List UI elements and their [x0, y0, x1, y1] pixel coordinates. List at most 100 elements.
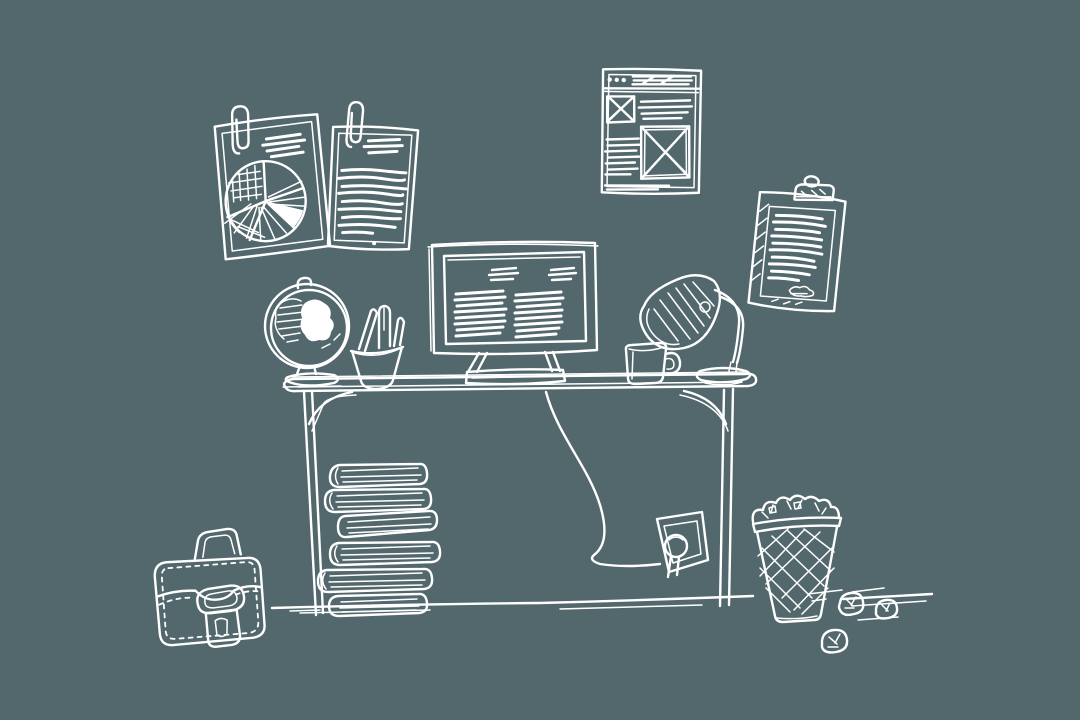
- ball-outline: [837, 591, 865, 617]
- window-dot-icon: [621, 77, 626, 83]
- screen-inner-second-pass: [447, 256, 581, 261]
- stand-legs: [466, 350, 562, 374]
- desktop-outline: [282, 372, 758, 393]
- desk-leg-left: [302, 389, 325, 617]
- basket-bottom: [775, 615, 818, 620]
- note-body-scribble: [336, 168, 408, 235]
- sheet-inner-outline: [333, 132, 413, 244]
- mug-handle: [664, 351, 682, 376]
- continent-solid: [300, 299, 334, 342]
- screen-outline: [430, 240, 599, 356]
- large-image-placeholder: [639, 125, 691, 180]
- book-page-lines: [328, 572, 426, 588]
- board-edge-hatch: [750, 203, 770, 282]
- window-outline: [600, 67, 703, 195]
- lamp-base: [695, 366, 752, 384]
- screen-header-scribble: [547, 266, 578, 282]
- clipboard-bottom-marks: [771, 298, 803, 306]
- briefcase-flap-edge: [155, 585, 263, 601]
- clipboard: [747, 175, 847, 313]
- crumpled-paper-top: [751, 494, 841, 524]
- pencil-icon: [357, 308, 379, 353]
- book-spine-curve: [329, 492, 334, 510]
- text-scribble: [637, 99, 694, 120]
- clasp-tab: [204, 608, 242, 648]
- book: [316, 567, 434, 594]
- screen-text-column: [453, 289, 508, 338]
- motion-lines: [807, 587, 899, 621]
- book-page-lines: [340, 545, 434, 561]
- book: [328, 462, 429, 489]
- paperclip-icon: [345, 100, 365, 149]
- book-page-lines: [346, 516, 432, 534]
- outlet-box-inner: [663, 520, 702, 564]
- desk: [282, 371, 758, 617]
- briefcase-body: [153, 556, 266, 647]
- paper-ball: [874, 598, 899, 620]
- clip-knob: [803, 175, 820, 188]
- image-x-second-pass: [643, 128, 688, 176]
- pie-outline-second-pass: [224, 187, 241, 234]
- floor-stroke: [270, 594, 755, 610]
- floor-line: [270, 592, 934, 614]
- ball-facets: [844, 596, 857, 609]
- crumple-outline: [751, 494, 841, 524]
- screen-text-column: [513, 290, 565, 339]
- desktop-top-line: [291, 371, 749, 378]
- lamp-joint: [699, 301, 711, 313]
- pie-chart: [224, 159, 307, 243]
- note-header-scribble: [362, 137, 404, 155]
- wastebasket: [751, 494, 843, 624]
- text-scribble: [603, 184, 671, 191]
- ball-outline: [874, 598, 899, 620]
- book: [336, 509, 439, 539]
- clipboard-clip: [793, 175, 835, 202]
- paper-ball: [837, 591, 865, 617]
- pinned-text-note: [326, 100, 420, 251]
- book: [328, 540, 442, 567]
- book-body: [316, 567, 434, 594]
- screen-outline-second-pass: [427, 243, 599, 352]
- pinned-chart-note: [213, 105, 332, 261]
- globe: [263, 276, 351, 388]
- monitor: [427, 240, 599, 386]
- ball-outline: [820, 628, 849, 654]
- pie-grid-hatch: [227, 164, 263, 203]
- window-dot-icon: [614, 77, 619, 83]
- window-dot-icon: [607, 77, 612, 82]
- stand-base: [464, 368, 567, 386]
- book-stack: [316, 462, 442, 618]
- book-body: [327, 592, 429, 618]
- mug-handle-inner: [665, 357, 675, 370]
- cup-rim-inner: [354, 348, 400, 356]
- book-spine-curve: [334, 467, 339, 485]
- lamp-arm: [713, 288, 741, 364]
- clipboard-text-scribble: [767, 213, 827, 283]
- clip-outline: [793, 183, 835, 202]
- clasp-ring-inner: [204, 590, 238, 609]
- desk-brace-right: [682, 389, 728, 426]
- globe-sphere: [269, 288, 349, 368]
- ball-facets: [881, 602, 891, 612]
- desk-brace-left: [307, 390, 354, 426]
- browser-wireframe-poster: [600, 67, 703, 195]
- sketch-scene: [153, 67, 934, 654]
- crumple-facets: [768, 501, 802, 514]
- briefcase-flap-stitching: [158, 590, 261, 606]
- plug-inner: [668, 536, 684, 541]
- pie-fan-hatch: [267, 180, 307, 207]
- power-cable-outlet: [544, 390, 710, 579]
- image-x-second-pass: [609, 97, 634, 121]
- small-image-placeholder: [605, 95, 636, 124]
- globe-finial: [296, 276, 313, 290]
- desk-lamp: [639, 274, 752, 386]
- book-body: [323, 487, 433, 514]
- desk-brace-left-second: [311, 394, 357, 432]
- outlet-box: [655, 510, 710, 574]
- paperclip-icon: [230, 105, 250, 155]
- book-spine-curve: [322, 572, 327, 590]
- book-page-lines: [340, 467, 422, 483]
- address-bar-scribble: [631, 74, 693, 86]
